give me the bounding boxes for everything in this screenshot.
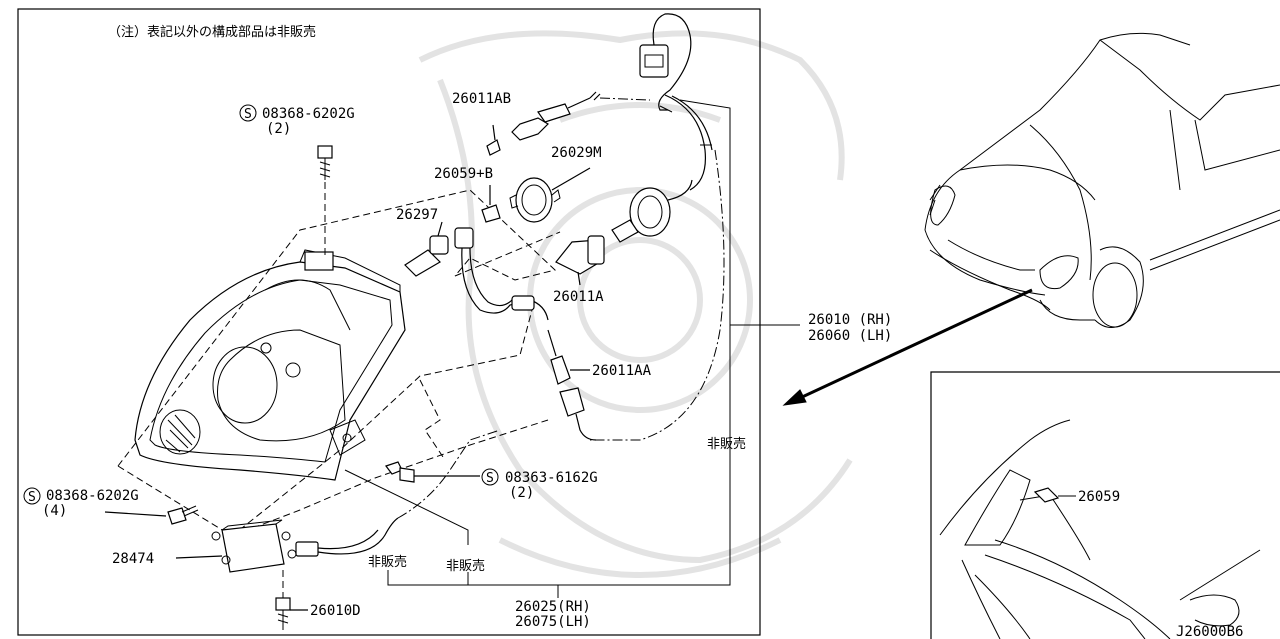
label-sub-rh: 26025(RH) bbox=[515, 599, 591, 615]
harness-dashdot bbox=[590, 149, 725, 441]
label-26011ab: 26011AB bbox=[452, 91, 511, 107]
car-illustration bbox=[924, 32, 1280, 328]
screw-label: S 08363-6162G (2) bbox=[481, 468, 598, 501]
socket-right bbox=[611, 179, 693, 243]
pointer-arrow bbox=[782, 288, 1033, 406]
watermark-emblem bbox=[418, 30, 853, 578]
label-26059b: 26059+B bbox=[434, 166, 493, 182]
ballast-28474 bbox=[175, 519, 297, 598]
outline-zigzag bbox=[419, 379, 446, 461]
label-26011aa: 26011AA bbox=[592, 363, 652, 379]
bolt-left-label: S 08368-6202G (4) bbox=[23, 487, 139, 519]
label-26059: 26059 bbox=[1078, 489, 1120, 505]
bolt-left bbox=[104, 505, 199, 525]
headlamp-housing bbox=[134, 249, 406, 481]
label-assy-lh: 26060 (LH) bbox=[808, 328, 892, 344]
diagram-code: J26000B6 bbox=[1176, 624, 1243, 639]
ballast-cable bbox=[295, 429, 501, 557]
label-26297: 26297 bbox=[396, 207, 438, 223]
bolt-left-qty: (4) bbox=[42, 503, 67, 519]
assy-bracket bbox=[387, 99, 800, 586]
label-not-sold-2: 非販売 bbox=[368, 554, 407, 570]
label-not-sold-1: 非販売 bbox=[707, 436, 746, 452]
label-sub-lh: 26075(LH) bbox=[515, 614, 591, 630]
bulb-26011aa bbox=[547, 329, 597, 441]
socket-26029m bbox=[509, 167, 591, 223]
inset-illustration bbox=[939, 419, 1261, 639]
label-26029m: 26029M bbox=[551, 145, 602, 161]
bolt-top bbox=[317, 145, 333, 180]
bulb-26011ab bbox=[486, 91, 651, 156]
screw-qty: (2) bbox=[509, 485, 534, 501]
bulb-26297 bbox=[404, 221, 449, 277]
bolt-26010d bbox=[275, 597, 308, 630]
socket-cable bbox=[454, 227, 549, 321]
bolt-top-label: S 08368-6202G (2) bbox=[239, 104, 355, 137]
assembly-outline-lower bbox=[231, 419, 549, 537]
main-frame bbox=[17, 8, 761, 636]
label-assy-rh: 26010 (RH) bbox=[808, 312, 892, 328]
label-28474: 28474 bbox=[112, 551, 154, 567]
harness-connector-top bbox=[639, 13, 713, 191]
inset-frame bbox=[930, 371, 1280, 639]
screw-08363 bbox=[385, 461, 480, 483]
screw-mark-icon-3: S bbox=[28, 490, 36, 505]
screw-mark-icon-2: S bbox=[486, 471, 494, 486]
screw-code: 08363-6162G bbox=[505, 470, 598, 486]
assembly-outline bbox=[117, 189, 561, 537]
label-26010d: 26010D bbox=[310, 603, 361, 619]
note-text: （注）表記以外の構成部品は非販売 bbox=[108, 24, 316, 40]
label-26011a: 26011A bbox=[553, 289, 604, 305]
bulb-26011a bbox=[555, 235, 605, 286]
screw-mark-icon: S bbox=[244, 107, 252, 122]
bolt-top-qty: (2) bbox=[266, 121, 291, 137]
plate-26059b bbox=[481, 185, 501, 223]
bolt-top-code: 08368-6202G bbox=[262, 106, 355, 122]
label-not-sold-3: 非販売 bbox=[446, 558, 485, 574]
bolt-left-code: 08368-6202G bbox=[46, 488, 139, 504]
